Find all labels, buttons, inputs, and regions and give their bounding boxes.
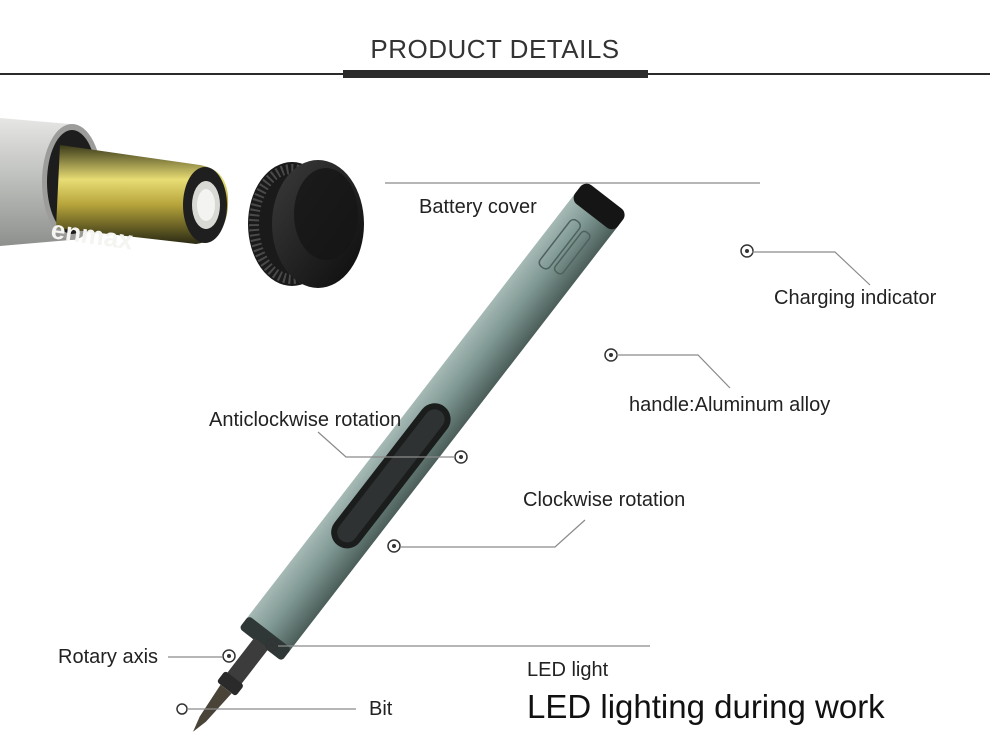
label-charging-indicator: Charging indicator: [774, 287, 937, 309]
label-led-light: LED light: [527, 659, 609, 681]
screwdriver-pen: [193, 183, 625, 732]
label-bit: Bit: [369, 698, 393, 720]
leader-lines: [168, 182, 871, 710]
led-caption: LED lighting during work: [527, 688, 885, 725]
label-battery-cover: Battery cover: [419, 196, 537, 218]
page-title: PRODUCT DETAILS: [370, 34, 620, 64]
label-clockwise-rotation: Clockwise rotation: [523, 489, 686, 511]
label-anticlockwise-rotation: Anticlockwise rotation: [209, 409, 402, 431]
label-handle: handle:Aluminum alloy: [629, 394, 831, 416]
header-underline-bar: [343, 70, 648, 78]
callout-dots: [176, 244, 754, 715]
battery-cell: enmax: [49, 145, 229, 255]
battery-cover-cap: [248, 160, 364, 288]
label-rotary-axis: Rotary axis: [58, 646, 159, 668]
